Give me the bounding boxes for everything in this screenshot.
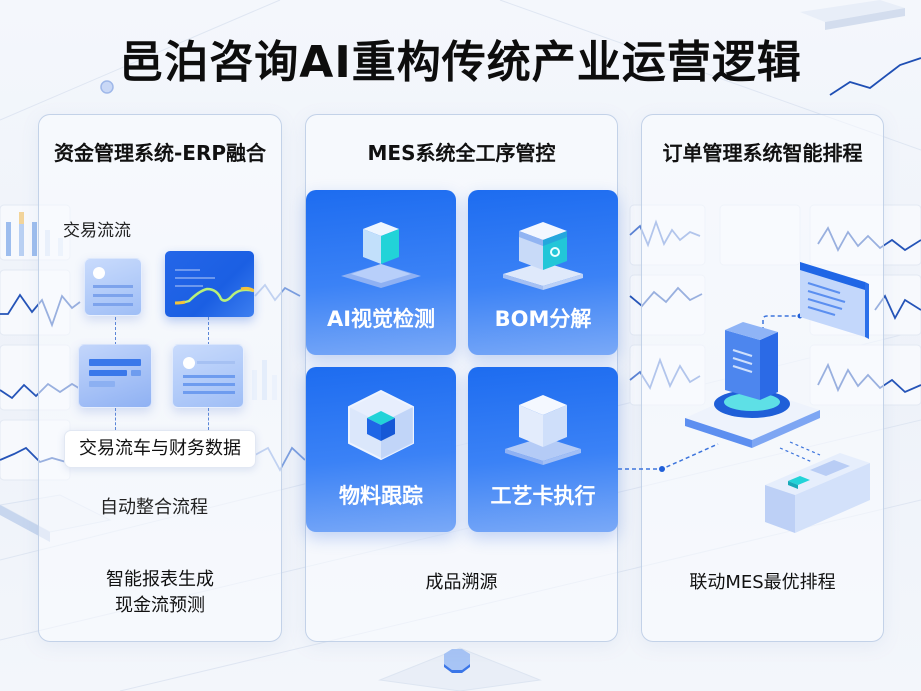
data-source-label: 交易流车与财务数据 xyxy=(64,430,256,468)
page-title: 邑泊咨询AI重构传统产业运营逻辑 xyxy=(119,37,802,88)
wave-chart-card-icon xyxy=(165,251,254,317)
nested-cube-icon xyxy=(348,389,414,461)
transparent-cube-icon xyxy=(505,395,581,465)
card-label: AI视觉检测 xyxy=(326,307,436,331)
order-panel-title: 订单管理系统智能排程 xyxy=(662,141,863,165)
connector-line xyxy=(208,408,209,430)
list-document-icon xyxy=(78,344,152,408)
order-illustration xyxy=(618,262,870,533)
profile-document-icon xyxy=(84,258,142,316)
footer-line-report: 智能报表生成 xyxy=(106,569,214,590)
connector-line xyxy=(115,317,116,345)
finance-panel: 资金管理系统-ERP融合 xyxy=(38,114,282,642)
footer-traceability: 成品溯源 xyxy=(425,572,498,593)
footer-scheduling: 联动MES最优排程 xyxy=(689,572,836,593)
cube-on-platform-icon xyxy=(341,222,421,288)
flow-label: 交易流流 xyxy=(63,221,131,241)
process-label: 自动整合流程 xyxy=(100,497,208,518)
window-panel-icon xyxy=(800,262,869,339)
card-label: 工艺卡执行 xyxy=(490,484,596,508)
card-label: 物料跟踪 xyxy=(339,484,423,508)
mes-footer: 成品溯源 xyxy=(305,570,618,596)
card-label: BOM分解 xyxy=(494,307,592,331)
card-bom[interactable]: BOM分解 xyxy=(468,190,618,355)
finance-footer: 智能报表生成 现金流预测 xyxy=(38,567,282,619)
card-ai-vision[interactable]: AI视觉检测 xyxy=(306,190,456,355)
box-module-icon xyxy=(503,222,583,290)
device-block-icon xyxy=(765,453,870,533)
profile-list-document-icon xyxy=(172,344,244,408)
card-process-card[interactable]: 工艺卡执行 xyxy=(468,367,618,532)
finance-panel-title: 资金管理系统-ERP融合 xyxy=(53,141,267,165)
card-material-tracking[interactable]: 物料跟踪 xyxy=(306,367,456,532)
footer-line-cashflow: 现金流预测 xyxy=(115,595,205,616)
document-server-icon xyxy=(685,322,820,448)
mes-panel-title: MES系统全工序管控 xyxy=(367,141,556,165)
order-footer: 联动MES最优排程 xyxy=(641,570,884,596)
connector-line xyxy=(208,317,209,345)
connector-line xyxy=(115,408,116,430)
